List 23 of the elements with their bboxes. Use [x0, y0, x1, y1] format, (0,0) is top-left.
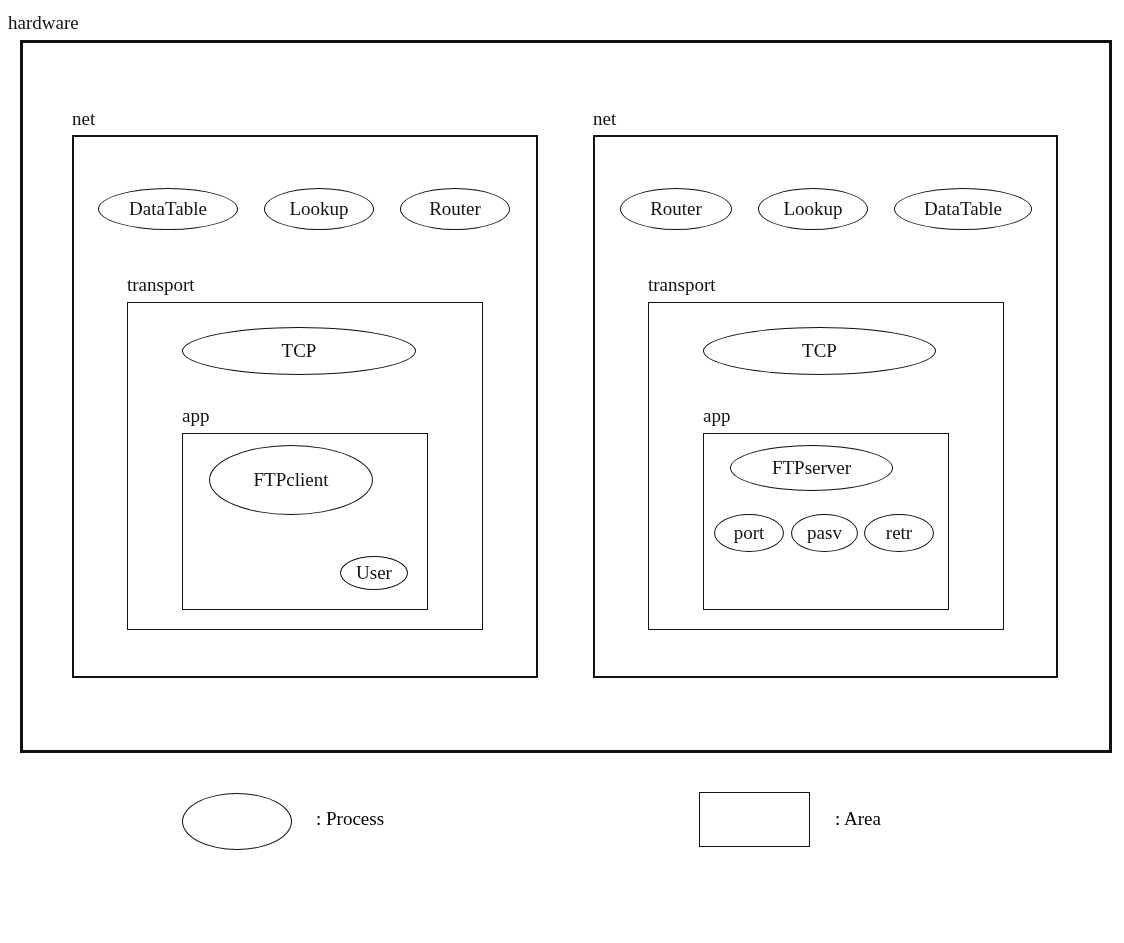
process-name: DataTable	[924, 198, 1002, 220]
process-name: Router	[650, 198, 702, 220]
process-name: retr	[885, 522, 913, 544]
process-name: FTPserver	[771, 457, 852, 479]
area-label: transport	[127, 274, 195, 296]
legend-label: : Area	[835, 808, 881, 830]
area-label: hardware	[8, 12, 79, 34]
process-name: Lookup	[289, 198, 349, 220]
process-name: Router	[429, 198, 481, 220]
process-name: DataTable	[129, 198, 207, 220]
legend-label: : Process	[316, 808, 385, 830]
process-name: TCP	[281, 340, 317, 362]
area-label: app	[182, 405, 210, 427]
process-name: TCP	[802, 340, 837, 362]
area-label: transport	[648, 274, 716, 296]
process-name: Lookup	[783, 198, 843, 220]
process-name: FTPclient	[253, 469, 329, 491]
process-name: User	[356, 562, 392, 584]
area-label: app	[703, 405, 731, 427]
area-label: net	[593, 108, 617, 130]
area-label: net	[72, 108, 96, 130]
process-name: pasv	[807, 522, 842, 544]
process-name: port	[733, 522, 765, 544]
